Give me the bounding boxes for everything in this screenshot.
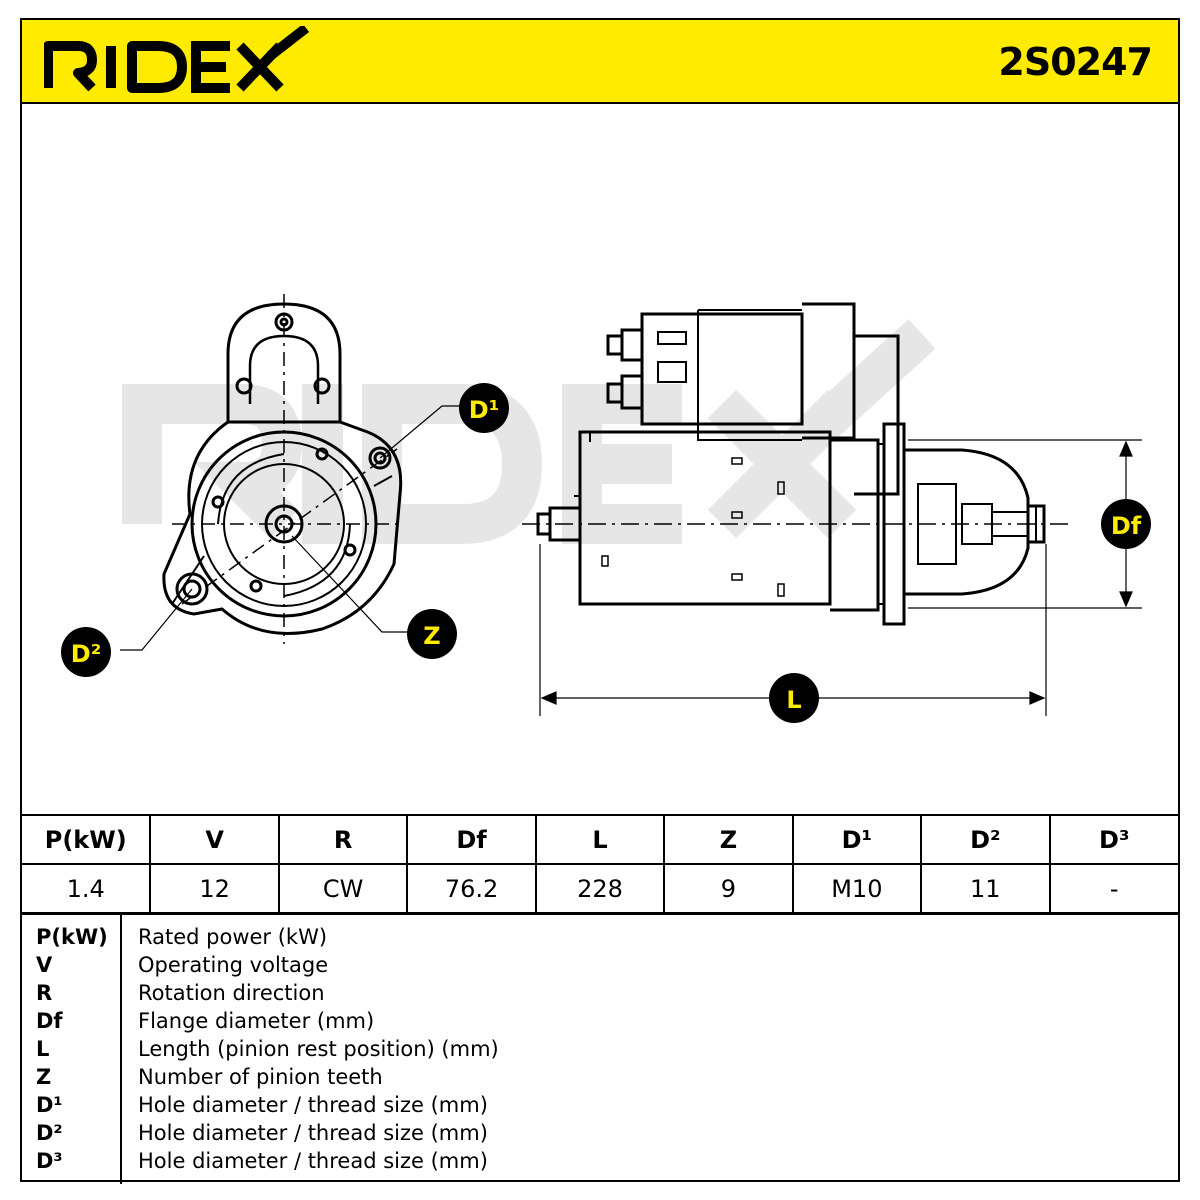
spec-value-teeth: 9 [663,863,794,914]
header-bar: 2S0247 [22,20,1178,104]
spec-header-flange: Df [406,814,537,865]
legend-desc: Rotation direction [138,981,325,1005]
spec-value-rotation: CW [277,863,409,914]
callout-l: L [769,673,819,723]
legend-key: Z [36,1065,52,1089]
spec-value-d3: - [1048,863,1178,914]
legend-row: D³ Hole diameter / thread size (mm) [22,1149,1178,1177]
starter-side-view [536,302,1046,626]
spec-header-teeth: Z [663,814,794,865]
ridex-logo [44,26,310,93]
legend-row: D² Hole diameter / thread size (mm) [22,1121,1178,1149]
datasheet: 2S0247 [20,18,1180,1184]
spec-table-header-row: P(kW) V R Df L Z D¹ D² D³ [22,814,1178,865]
legend-key: V [36,953,53,977]
front-view-leaders [120,405,462,651]
legend-desc: Hole diameter / thread size (mm) [138,1149,488,1173]
spec-header-power: P(kW) [22,814,152,865]
legend-desc: Flange diameter (mm) [138,1009,375,1033]
spec-header-rotation: R [277,814,409,865]
spec-header-d3: D³ [1048,814,1178,865]
legend-key: D³ [36,1149,63,1173]
technical-drawing: D¹ D² Z Df L [61,294,1151,723]
legend-row: L Length (pinion rest position) (mm) [22,1037,1178,1065]
spec-header-d1: D¹ [791,814,923,865]
svg-text:L: L [786,686,801,714]
legend-key: Df [36,1009,63,1033]
legend: P(kW) Rated power (kW) V Operating volta… [22,913,1178,1184]
svg-text:D²: D² [71,640,101,668]
spec-value-d2: 11 [920,863,1051,914]
legend-desc: Number of pinion teeth [138,1065,383,1089]
watermark-logo [122,319,936,544]
legend-row: P(kW) Rated power (kW) [22,925,1178,953]
svg-text:Z: Z [423,622,440,650]
spec-header-voltage: V [149,814,280,865]
legend-key: P(kW) [36,925,108,949]
legend-key: D¹ [36,1093,63,1117]
legend-row: D¹ Hole diameter / thread size (mm) [22,1093,1178,1121]
spec-value-d1: M10 [791,863,923,914]
svg-text:Df: Df [1111,512,1142,540]
spec-table: P(kW) V R Df L Z D¹ D² D³ 1.4 12 CW 76.2… [22,814,1178,914]
legend-divider [120,915,122,1184]
spec-header-length: L [534,814,666,865]
legend-desc: Rated power (kW) [138,925,328,949]
legend-row: V Operating voltage [22,953,1178,981]
legend-key: R [36,981,53,1005]
legend-desc: Hole diameter / thread size (mm) [138,1093,488,1117]
svg-text:D¹: D¹ [469,396,499,424]
callout-df: Df [1101,499,1151,549]
spec-header-d2: D² [920,814,1051,865]
spec-value-voltage: 12 [149,863,280,914]
spec-value-length: 228 [534,863,666,914]
legend-desc: Hole diameter / thread size (mm) [138,1121,488,1145]
callout-d1: D¹ [459,383,509,433]
part-number: 2S0247 [998,40,1153,84]
legend-row: Df Flange diameter (mm) [22,1009,1178,1037]
legend-key: L [36,1037,50,1061]
legend-row: Z Number of pinion teeth [22,1065,1178,1093]
legend-row: R Rotation direction [22,981,1178,1009]
spec-value-power: 1.4 [22,863,152,914]
spec-table-value-row: 1.4 12 CW 76.2 228 9 M10 11 - [22,863,1178,914]
callout-d2: D² [61,627,111,677]
legend-desc: Operating voltage [138,953,329,977]
callout-z: Z [407,609,457,659]
legend-key: D² [36,1121,63,1145]
legend-desc: Length (pinion rest position) (mm) [138,1037,499,1061]
front-view-centerlines [172,294,402,644]
spec-value-flange: 76.2 [406,863,537,914]
